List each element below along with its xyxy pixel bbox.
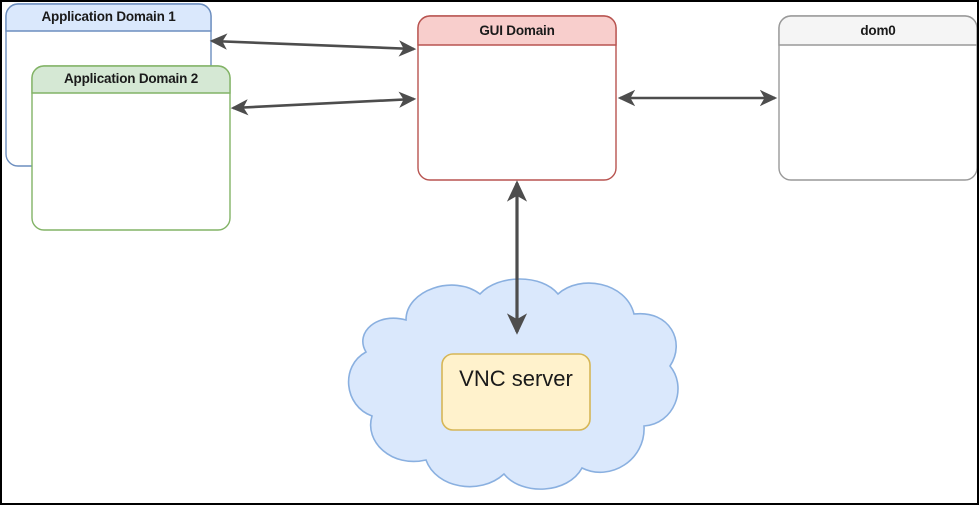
- node-app-domain-2[interactable]: [31, 65, 231, 231]
- dom0-header: [778, 15, 977, 46]
- edge-appdomain1-guidomain[interactable]: [209, 33, 417, 57]
- edge-appdomain2-guidomain[interactable]: [230, 91, 417, 116]
- vnc-server-box: [441, 353, 591, 431]
- edge-line-appdomain1-guidomain: [209, 33, 417, 57]
- node-vnc-server[interactable]: [441, 353, 591, 431]
- gui-domain-header: [417, 15, 617, 46]
- edge-line-appdomain2-guidomain: [230, 91, 417, 116]
- node-gui-domain[interactable]: [417, 15, 617, 181]
- app-domain-2-header: [31, 65, 231, 94]
- node-dom0[interactable]: [778, 15, 977, 181]
- app-domain-1-header: [5, 3, 212, 32]
